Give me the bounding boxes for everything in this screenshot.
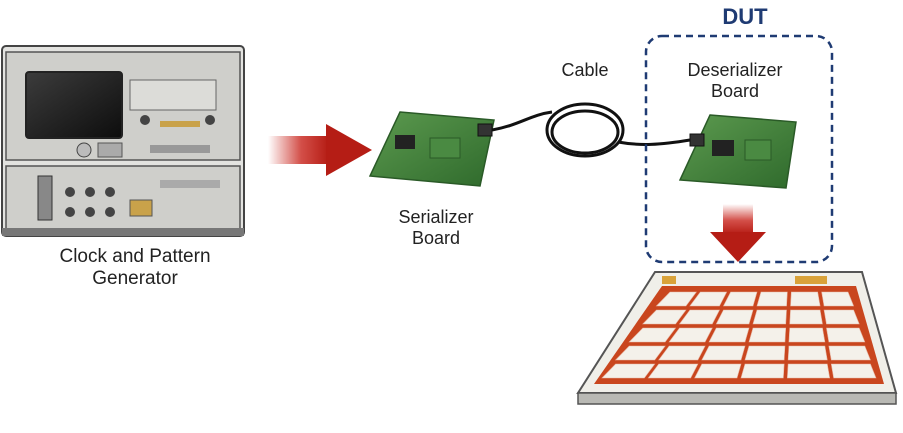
led-tile: [789, 309, 823, 325]
led-tile: [756, 291, 788, 307]
connector: [105, 207, 115, 217]
led-tile: [642, 309, 687, 325]
led-tile: [668, 327, 713, 343]
led-tile: [821, 291, 855, 307]
led-tile: [678, 309, 720, 325]
connector: [65, 207, 75, 217]
display-screen: [25, 71, 123, 139]
deserializer-board: [678, 114, 797, 189]
dut-label: DUT: [722, 4, 768, 29]
led-tile: [647, 363, 699, 379]
deserializer-label-line-2: Board: [710, 80, 760, 101]
connector: [140, 115, 150, 125]
led-tile: [658, 345, 706, 361]
serializer-label-line-1: Serializer: [398, 207, 474, 227]
led-tile: [790, 291, 821, 307]
led-tile: [694, 363, 742, 379]
deserializer-board-label: Deserializer Board: [650, 60, 820, 101]
led-tile: [628, 327, 677, 343]
connector: [85, 187, 95, 197]
led-tile: [744, 345, 786, 361]
led-tile: [830, 363, 877, 379]
led-tile: [828, 345, 871, 361]
connector: [85, 207, 95, 217]
led-tile: [787, 363, 831, 379]
serializer-board: [368, 111, 495, 187]
generator-label-line-2: Generator: [92, 267, 178, 289]
led-tile: [701, 345, 746, 361]
generator-label-line-1: Clock and Pattern: [59, 246, 211, 267]
dial-knob: [76, 142, 92, 158]
led-tile: [601, 363, 656, 379]
led-tile: [823, 309, 860, 325]
cable-label: Cable: [561, 60, 609, 80]
generator-label: Clock and Pattern Generator: [10, 246, 260, 290]
led-tile: [740, 363, 785, 379]
connector: [105, 187, 115, 197]
led-tile: [689, 291, 728, 307]
connector: [205, 115, 215, 125]
led-tile: [614, 345, 666, 361]
led-tile: [752, 309, 787, 325]
led-tile: [722, 291, 758, 307]
led-tile: [787, 345, 828, 361]
generator-rack: [1, 45, 245, 237]
led-tile: [826, 327, 866, 343]
signal-arrow-right: [268, 124, 372, 176]
led-tile: [655, 291, 697, 307]
led-tile: [708, 327, 750, 343]
serializer-board-label: Serializer Board: [356, 207, 516, 248]
led-grid: [601, 291, 877, 379]
led-tile: [788, 327, 826, 343]
dut-boundary: [644, 34, 834, 264]
led-tile: [715, 309, 754, 325]
connector: [65, 187, 75, 197]
deserializer-label-line-1: Deserializer: [687, 60, 783, 80]
signal-arrow-down: [710, 204, 766, 262]
led-tile: [748, 327, 787, 343]
cable: [491, 102, 691, 158]
serializer-label-line-2: Board: [411, 227, 461, 248]
led-display-panel: [576, 271, 898, 405]
